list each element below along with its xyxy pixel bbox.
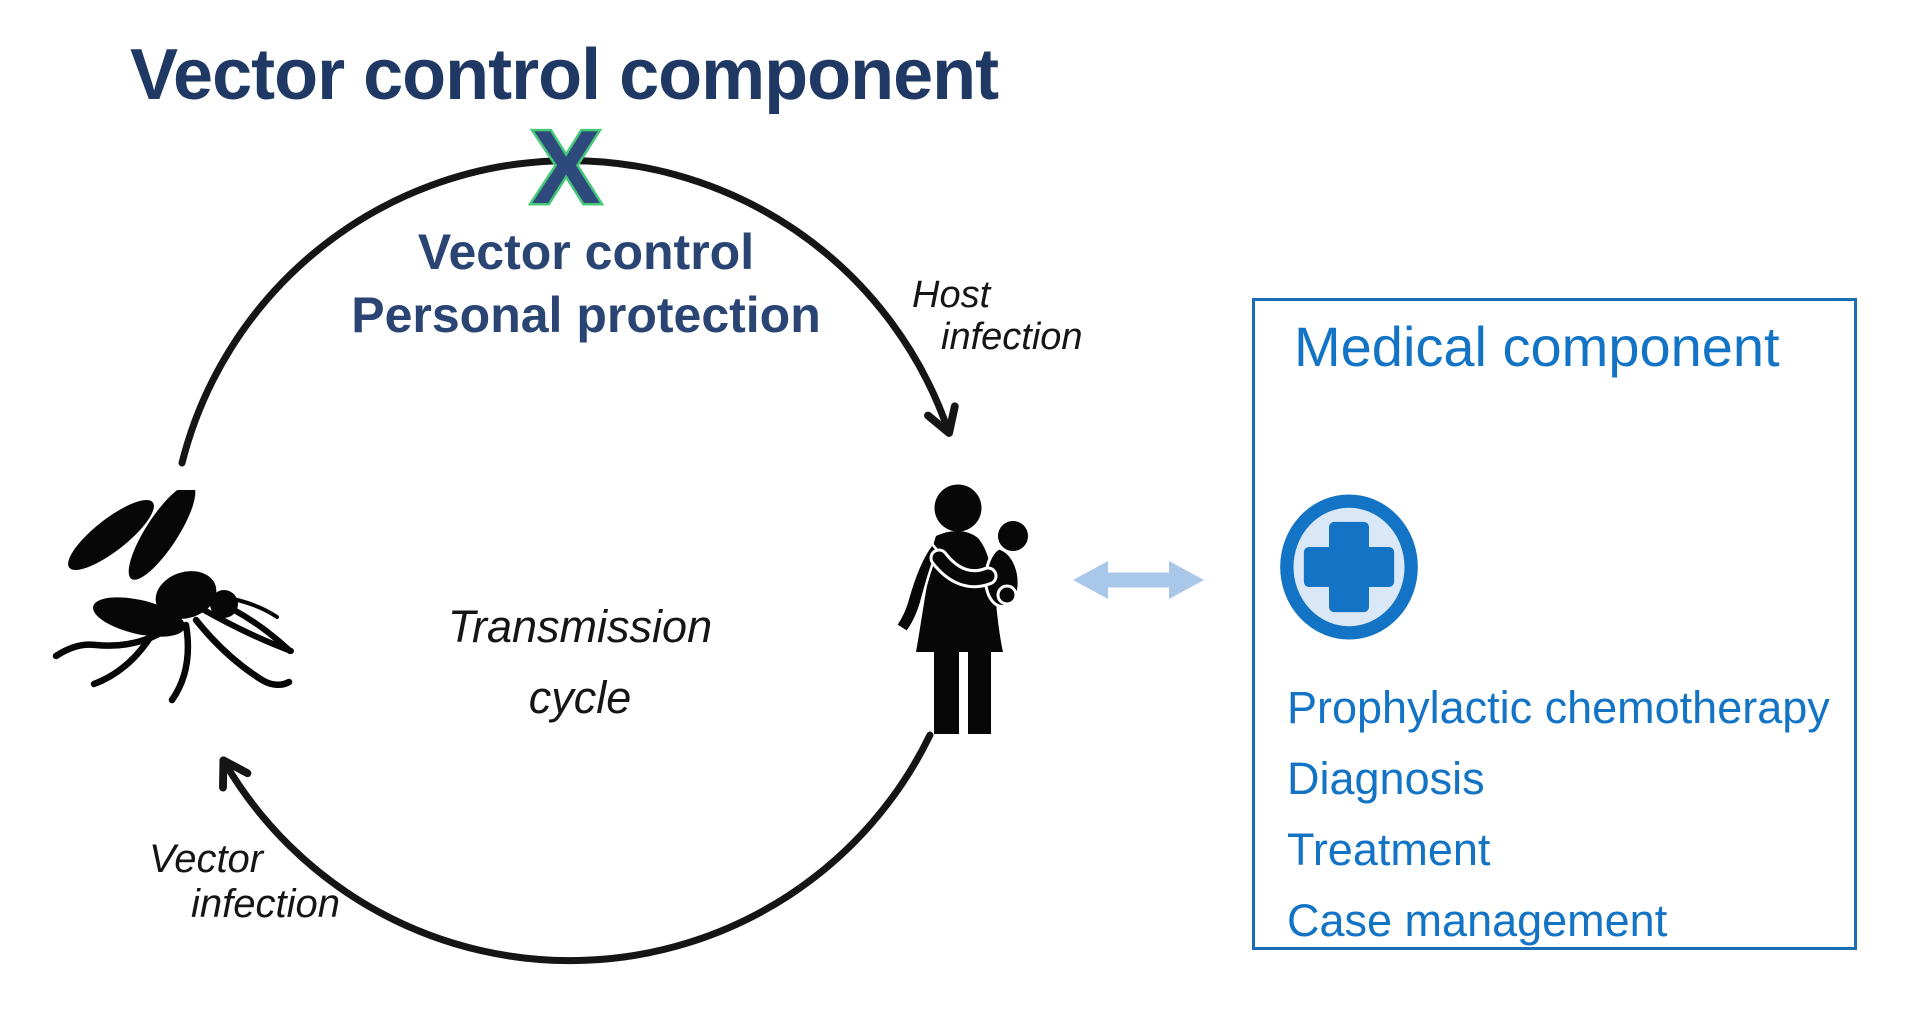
transmission-cycle-label: Transmission cycle [380, 591, 780, 733]
medical-component-title: Medical component [1294, 315, 1780, 378]
host-infection-label-line2: infection [941, 316, 1083, 358]
medical-list-item: Prophylactic chemotherapy [1287, 682, 1830, 733]
transmission-cycle-line1: Transmission [447, 601, 713, 652]
vector-control-line1: Vector control [417, 224, 755, 280]
transmission-cycle-line2: cycle [528, 672, 632, 723]
mosquito-icon [52, 490, 294, 704]
vector-control-line2: Personal protection [351, 287, 821, 343]
medical-list-item: Diagnosis [1287, 753, 1485, 804]
mother-child-icon [894, 484, 1031, 734]
double-arrow-icon [1073, 561, 1204, 599]
medical-measures-list: Prophylactic chemotherapy Diagnosis Trea… [1287, 672, 1830, 956]
medical-component-panel: Medical component Prophylactic chemother… [1252, 298, 1857, 950]
page-title: Vector control component [130, 35, 999, 115]
x-blocked-icon: X [531, 110, 600, 226]
medical-cross-icon [1280, 494, 1418, 640]
medical-list-item: Case management [1287, 895, 1668, 946]
medical-list-item: Treatment [1287, 824, 1491, 875]
vector-infection-label-line1: Vector [149, 837, 264, 881]
host-infection-label-line1: Host [912, 274, 991, 316]
vector-control-label: Vector control Personal protection [286, 221, 886, 347]
vector-infection-label-line2: infection [191, 882, 340, 926]
